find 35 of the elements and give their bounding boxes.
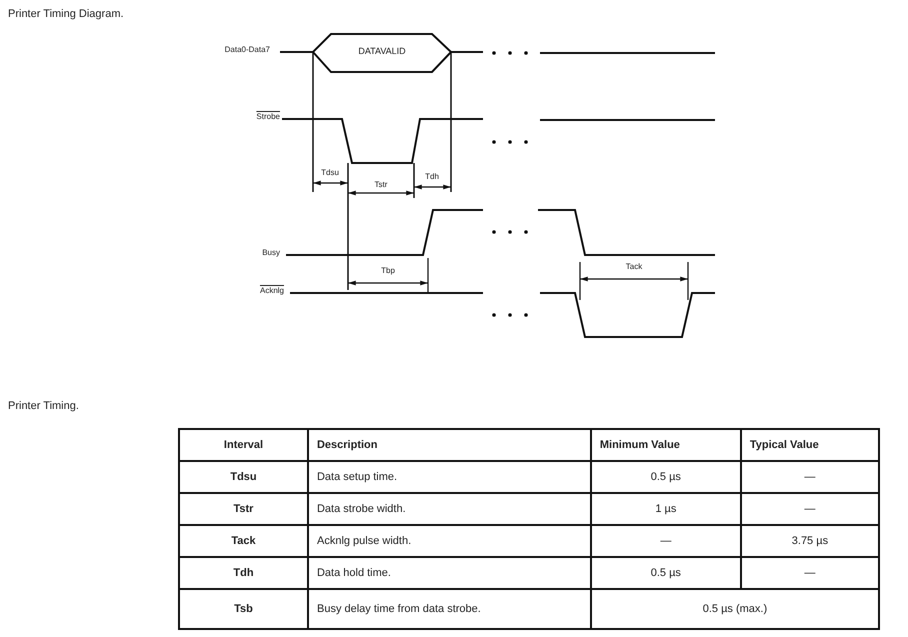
bus-state-label: DATAVALID bbox=[358, 46, 406, 56]
signal-name: Busy bbox=[262, 248, 280, 257]
header-cell: Description bbox=[308, 429, 591, 461]
header-cell: Typical Value bbox=[740, 429, 879, 461]
table-cell: 1 µs bbox=[590, 493, 741, 525]
table-cell: Tsb bbox=[179, 589, 308, 629]
timing-label: Tack bbox=[626, 262, 642, 271]
table-cell: Tack bbox=[179, 525, 308, 557]
table-cell: 0.5 µs (max.) bbox=[590, 589, 879, 629]
table-cell: 0.5 µs bbox=[590, 461, 741, 493]
timing-label: Tbp bbox=[381, 266, 395, 275]
signal-name: Data0-Data7 bbox=[224, 45, 270, 54]
table-cell: — bbox=[740, 461, 879, 493]
table-cell: 0.5 µs bbox=[590, 557, 741, 589]
table-cell: — bbox=[740, 493, 879, 525]
signal-name: Strobe bbox=[256, 112, 280, 121]
section-heading: Printer Timing. bbox=[8, 400, 79, 412]
signal-name: Acknlg bbox=[260, 286, 284, 295]
table-cell: Data strobe width. bbox=[308, 493, 591, 525]
table-cell: Busy delay time from data strobe. bbox=[308, 589, 591, 629]
table-cell: 3.75 µs bbox=[740, 525, 879, 557]
table-cell: Tdsu bbox=[179, 461, 308, 493]
table-cell: Tdh bbox=[179, 557, 308, 589]
timing-label: Tdsu bbox=[321, 168, 339, 177]
table-cell: — bbox=[740, 557, 879, 589]
table-cell: Acknlg pulse width. bbox=[308, 525, 591, 557]
diagram-title: Printer Timing Diagram. bbox=[8, 8, 124, 20]
header-cell: Minimum Value bbox=[590, 429, 741, 461]
timing-label: Tstr bbox=[374, 180, 388, 189]
table-cell: Tstr bbox=[179, 493, 308, 525]
table-cell: Data setup time. bbox=[308, 461, 591, 493]
table-cell: Data hold time. bbox=[308, 557, 591, 589]
header-cell: Interval bbox=[179, 429, 308, 461]
table-cell: — bbox=[590, 525, 741, 557]
timing-label: Tdh bbox=[425, 172, 439, 181]
